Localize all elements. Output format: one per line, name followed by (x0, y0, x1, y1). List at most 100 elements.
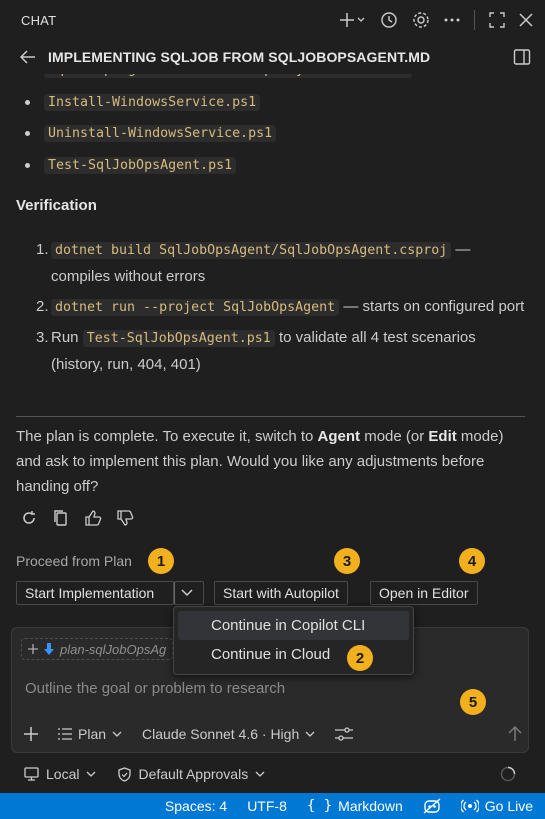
annotation-badge: 1 (148, 548, 174, 574)
input-toolbar: Plan Claude Sonnet 4.6 · High (24, 722, 522, 746)
step-number: 2. (36, 298, 49, 315)
verification-heading: Verification (16, 197, 97, 214)
download-arrow-icon (44, 643, 54, 655)
panel-title: CHAT (21, 12, 57, 28)
maximize-icon[interactable] (489, 12, 505, 28)
session-title: IMPLEMENTING SQLJOB FROM SQLJOBOPSAGENT.… (48, 49, 431, 65)
chat-session-header: IMPLEMENTING SQLJOB FROM SQLJOBOPSAGENT.… (0, 40, 545, 74)
step-prefix: Run (51, 329, 83, 346)
go-live-button[interactable]: Go Live (460, 798, 533, 814)
chat-transcript[interactable]: SqlJobOpsAgent/Middleware/ApiKeyMiddlewa… (0, 62, 545, 620)
step-code: Test-SqlJobOpsAgent.ps1 (82, 330, 275, 347)
language-label: Markdown (338, 798, 403, 814)
annotation-badge: 4 (459, 548, 485, 574)
start-implementation-button[interactable]: Start Implementation (16, 581, 174, 605)
start-autopilot-label: Start with Autopilot (223, 585, 339, 601)
message-text: The plan is complete. To execute it, swi… (16, 428, 318, 445)
retry-icon[interactable] (20, 509, 38, 527)
step-text: to validate all 4 test scenarios (histor… (51, 329, 476, 373)
message-text: mode (or (360, 428, 429, 445)
chevron-down-icon (305, 731, 315, 737)
annotation-badge: 3 (334, 548, 360, 574)
back-arrow-icon[interactable] (20, 50, 36, 64)
step-code: dotnet run --project SqlJobOpsAgent (51, 299, 340, 316)
list-item: Test-SqlJobOpsAgent.ps1 (24, 156, 237, 174)
open-in-editor-label: Open in Editor (379, 585, 469, 601)
status-bar: Spaces: 4 UTF-8 { } Markdown Go Live (0, 793, 545, 819)
annotation-badge: 2 (347, 645, 373, 671)
session-options: Local Default Approvals (24, 764, 524, 784)
chevron-down-icon (87, 771, 96, 777)
send-icon[interactable] (508, 726, 522, 742)
status-spaces[interactable]: Spaces: 4 (164, 798, 228, 814)
list-item: Install-WindowsService.ps1 (24, 93, 261, 111)
chevron-down-icon (112, 731, 122, 737)
file-code: Uninstall-WindowsService.ps1 (44, 125, 277, 142)
annotation-badge: 5 (460, 689, 486, 715)
continue-menu: Continue in Copilot CLI Continue in Clou… (173, 606, 414, 675)
panel-titlebar: CHAT (0, 0, 545, 40)
approvals-label: Default Approvals (138, 766, 249, 782)
list-item: 3. Run Test-SqlJobOpsAgent.ps1 to valida… (36, 325, 526, 378)
location-label: Local (46, 766, 80, 782)
location-picker[interactable]: Local (24, 766, 96, 782)
monitor-icon (24, 767, 39, 781)
status-language[interactable]: { } Markdown (307, 798, 403, 814)
list-item: Uninstall-WindowsService.ps1 (24, 124, 277, 142)
model-label: Claude Sonnet 4.6 · High (142, 726, 300, 742)
start-implementation-label: Start Implementation (25, 585, 155, 601)
message-bold: Edit (428, 428, 457, 445)
file-code: Test-SqlJobOpsAgent.ps1 (44, 157, 237, 174)
step-text: — compiles without errors (51, 241, 471, 285)
proceed-label: Proceed from Plan (16, 553, 132, 569)
status-encoding[interactable]: UTF-8 (247, 798, 287, 814)
assistant-message: The plan is complete. To execute it, swi… (16, 424, 528, 499)
chevron-down-icon (181, 589, 193, 597)
history-icon[interactable] (380, 11, 398, 29)
menu-item-cloud[interactable]: Continue in Cloud (211, 646, 331, 663)
close-icon[interactable] (519, 13, 533, 27)
mode-label: Plan (78, 726, 107, 742)
toggle-sidebar-icon[interactable] (513, 48, 531, 66)
copilot-status-icon[interactable] (423, 798, 441, 814)
thumbs-up-icon[interactable] (84, 509, 102, 527)
tools-settings-icon[interactable] (335, 727, 354, 741)
add-context-icon[interactable] (28, 644, 38, 654)
braces-icon: { } (306, 798, 333, 814)
list-item: 2. dotnet run --project SqlJobOpsAgent —… (36, 294, 526, 321)
start-autopilot-button[interactable]: Start with Autopilot (214, 581, 348, 605)
more-icon[interactable] (444, 18, 460, 22)
new-chat-icon[interactable] (340, 12, 366, 28)
open-in-editor-button[interactable]: Open in Editor (370, 581, 478, 605)
step-code: dotnet build SqlJobOpsAgent/SqlJobOpsAge… (51, 242, 452, 259)
list-item: 1. dotnet build SqlJobOpsAgent/SqlJobOps… (36, 237, 526, 290)
thumbs-down-icon[interactable] (116, 509, 134, 527)
attachment-name: plan-sqlJobOpsAg (60, 641, 167, 657)
message-text: mode) and ask to implement this plan. Wo… (16, 428, 504, 495)
mode-picker[interactable]: Plan (58, 726, 122, 742)
feedback-actions (20, 509, 134, 527)
menu-item-copilot-cli[interactable]: Continue in Copilot CLI (178, 611, 409, 640)
model-picker[interactable]: Claude Sonnet 4.6 · High (142, 726, 315, 742)
file-code: Install-WindowsService.ps1 (44, 94, 261, 111)
shield-icon (118, 766, 132, 782)
go-live-label: Go Live (484, 798, 533, 814)
add-button[interactable] (24, 727, 38, 741)
toolbar-divider (474, 10, 475, 30)
broadcast-icon (460, 799, 479, 813)
divider (16, 416, 525, 417)
verification-steps: 1. dotnet build SqlJobOpsAgent/SqlJobOps… (36, 237, 526, 382)
start-implementation-dropdown[interactable] (174, 581, 204, 605)
gear-icon[interactable] (412, 11, 430, 29)
message-bold: Agent (317, 428, 361, 445)
copy-icon[interactable] (52, 509, 70, 527)
panel-actions (340, 10, 533, 30)
step-number: 3. (36, 329, 49, 346)
step-number: 1. (36, 241, 49, 258)
chevron-down-icon (255, 771, 265, 777)
chat-input-placeholder[interactable]: Outline the goal or problem to research (25, 680, 286, 697)
step-text: — starts on configured port (339, 298, 525, 315)
approvals-picker[interactable]: Default Approvals (118, 766, 265, 782)
attachment-chip[interactable]: plan-sqlJobOpsAg (21, 638, 174, 660)
loading-spinner-icon (500, 766, 516, 782)
